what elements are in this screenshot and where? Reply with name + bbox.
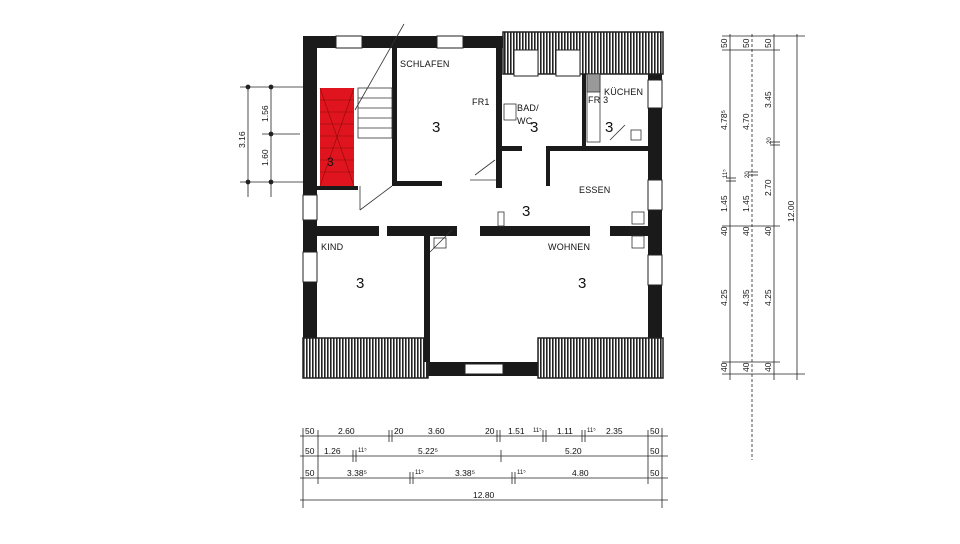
- svg-text:40: 40: [741, 226, 751, 236]
- svg-text:50: 50: [650, 426, 660, 436]
- svg-text:4.25: 4.25: [719, 289, 729, 306]
- stair-dim-upper: 1.56: [260, 105, 270, 122]
- svg-text:20: 20: [767, 137, 773, 144]
- svg-text:3.60: 3.60: [428, 426, 445, 436]
- svg-text:40: 40: [763, 362, 773, 372]
- svg-text:3.38⁵: 3.38⁵: [347, 468, 367, 478]
- svg-text:50: 50: [763, 38, 773, 48]
- room-number-kind: 3: [356, 275, 364, 292]
- svg-text:5.20: 5.20: [565, 446, 582, 456]
- svg-text:50: 50: [650, 446, 660, 456]
- svg-text:2.35: 2.35: [606, 426, 623, 436]
- room-label-kind: KIND: [321, 242, 344, 252]
- svg-text:11⁵: 11⁵: [533, 427, 542, 434]
- svg-text:11⁵: 11⁵: [517, 469, 526, 476]
- room-labels: SCHLAFEN FR1 3 BAD/ WC 3 KÜCHEN FR 3 3 E…: [321, 59, 643, 292]
- right-dimension-labels: 50 4.78⁵ 11⁵ 1.45 40 4.25 40 50 4.70 20 …: [719, 38, 796, 372]
- room-label-schlafen: SCHLAFEN: [400, 59, 450, 69]
- svg-text:40: 40: [719, 362, 729, 372]
- staircase: [319, 23, 405, 211]
- balconies: [302, 31, 664, 379]
- svg-text:40: 40: [763, 226, 773, 236]
- room-label-wc: WC: [517, 116, 533, 126]
- svg-text:20: 20: [394, 426, 404, 436]
- svg-text:50: 50: [650, 468, 660, 478]
- svg-text:11⁵: 11⁵: [358, 447, 367, 454]
- svg-text:50: 50: [719, 38, 729, 48]
- room-number-bad: 3: [530, 119, 538, 136]
- room-label-essen: ESSEN: [579, 185, 611, 195]
- svg-text:2.70: 2.70: [763, 179, 773, 196]
- room-label-wohnen: WOHNEN: [548, 242, 590, 252]
- svg-text:3.45: 3.45: [763, 91, 773, 108]
- interior-walls: [303, 48, 648, 362]
- room-label-kuechen: KÜCHEN: [604, 87, 643, 97]
- svg-text:4.70: 4.70: [741, 113, 751, 130]
- svg-text:50: 50: [741, 38, 751, 48]
- bottom-dimension-lines: [300, 428, 668, 508]
- svg-text:5.22⁵: 5.22⁵: [418, 446, 438, 456]
- svg-text:2.60: 2.60: [338, 426, 355, 436]
- svg-text:50: 50: [305, 426, 315, 436]
- room-number-stair: 3: [327, 155, 334, 169]
- stair-dim-lower: 1.60: [260, 149, 270, 166]
- svg-text:4.35: 4.35: [741, 289, 751, 306]
- svg-text:4.25: 4.25: [763, 289, 773, 306]
- svg-text:1.26: 1.26: [324, 446, 341, 456]
- room-extra-fr1: FR1: [472, 97, 490, 107]
- svg-text:11⁵: 11⁵: [415, 469, 424, 476]
- room-label-bad: BAD/: [517, 103, 539, 113]
- svg-text:4.78⁵: 4.78⁵: [719, 110, 729, 130]
- svg-text:4.80: 4.80: [572, 468, 589, 478]
- bottom-dimension-labels: 50 2.60 20 3.60 20 1.51 11⁵ 1.11 11⁵ 2.3…: [305, 426, 660, 500]
- svg-text:50: 50: [305, 468, 315, 478]
- room-extra-fr3: FR 3: [588, 95, 608, 105]
- room-number-schlafen: 3: [432, 119, 440, 136]
- room-number-essen: 3: [522, 203, 530, 220]
- stair-dimensions: [240, 84, 305, 197]
- svg-text:1.11: 1.11: [557, 426, 573, 436]
- svg-text:11⁵: 11⁵: [587, 427, 596, 434]
- svg-text:40: 40: [719, 226, 729, 236]
- svg-text:12.00: 12.00: [786, 200, 796, 222]
- svg-text:50: 50: [305, 446, 315, 456]
- svg-text:40: 40: [741, 362, 751, 372]
- svg-text:12.80: 12.80: [473, 490, 495, 500]
- room-number-kuechen: 3: [605, 119, 613, 136]
- svg-text:1.51: 1.51: [508, 426, 525, 436]
- svg-text:3.38⁵: 3.38⁵: [455, 468, 475, 478]
- svg-text:1.45: 1.45: [719, 195, 729, 212]
- svg-text:20: 20: [485, 426, 495, 436]
- svg-text:1.45: 1.45: [741, 195, 751, 212]
- room-number-wohnen: 3: [578, 275, 586, 292]
- kitchen-fixtures: [429, 73, 645, 253]
- svg-text:20: 20: [745, 171, 751, 178]
- stair-dim-total: 3.16: [237, 131, 247, 148]
- svg-text:11⁵: 11⁵: [722, 169, 729, 178]
- right-dimension-lines: [722, 34, 805, 460]
- exterior-walls: [302, 35, 663, 376]
